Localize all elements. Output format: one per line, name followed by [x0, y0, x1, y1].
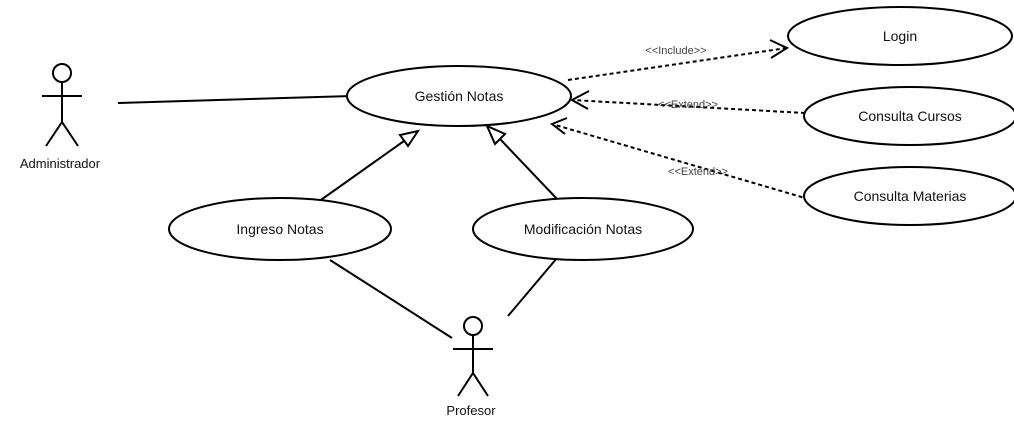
actor-profesor[interactable]: Profesor — [446, 316, 496, 418]
use-case-consulta-materias[interactable]: Consulta Materias — [803, 166, 1014, 226]
assoc-profesor-modificacion — [507, 257, 558, 317]
stereotype-extend-cursos: <<Extend>> — [658, 99, 718, 111]
generalization-arrowhead-modificacion — [485, 124, 507, 146]
actor-profesor-label: Profesor — [446, 403, 496, 418]
use-case-modificacion-notas-label: Modificación Notas — [524, 221, 642, 237]
stereotype-include: <<Include>> — [645, 45, 706, 57]
extend-relation-cursos — [571, 99, 806, 114]
generalization-arrowhead-ingreso — [398, 129, 421, 148]
include-arrowhead — [769, 39, 790, 59]
actor-administrador-label: Administrador — [20, 156, 101, 171]
assoc-administrador-gestion — [117, 95, 353, 104]
use-case-login-label: Login — [883, 28, 917, 44]
actor-administrador[interactable]: Administrador — [20, 63, 101, 171]
generalization-ingreso-gestion — [317, 140, 405, 203]
extend-arrowhead-cursos — [569, 90, 590, 110]
actor-profesor-figure — [453, 316, 493, 397]
use-case-ingreso-notas-label: Ingreso Notas — [236, 221, 323, 237]
use-case-consulta-cursos-label: Consulta Cursos — [858, 108, 962, 124]
stereotype-extend-materias: <<Extend>> — [668, 166, 728, 178]
use-case-ingreso-notas[interactable]: Ingreso Notas — [168, 197, 392, 261]
assoc-profesor-ingreso — [329, 259, 453, 339]
use-case-consulta-cursos[interactable]: Consulta Cursos — [803, 86, 1014, 146]
use-case-login[interactable]: Login — [787, 6, 1013, 66]
include-relation — [567, 47, 788, 81]
use-case-gestion-notas[interactable]: Gestión Notas — [346, 65, 572, 127]
use-case-modificacion-notas[interactable]: Modificación Notas — [472, 197, 694, 261]
actor-administrador-figure — [42, 63, 82, 147]
generalization-modificacion-gestion — [499, 138, 559, 201]
use-case-gestion-notas-label: Gestión Notas — [415, 88, 504, 104]
extend-arrowhead-materias — [549, 117, 568, 135]
use-case-consulta-materias-label: Consulta Materias — [854, 188, 967, 204]
